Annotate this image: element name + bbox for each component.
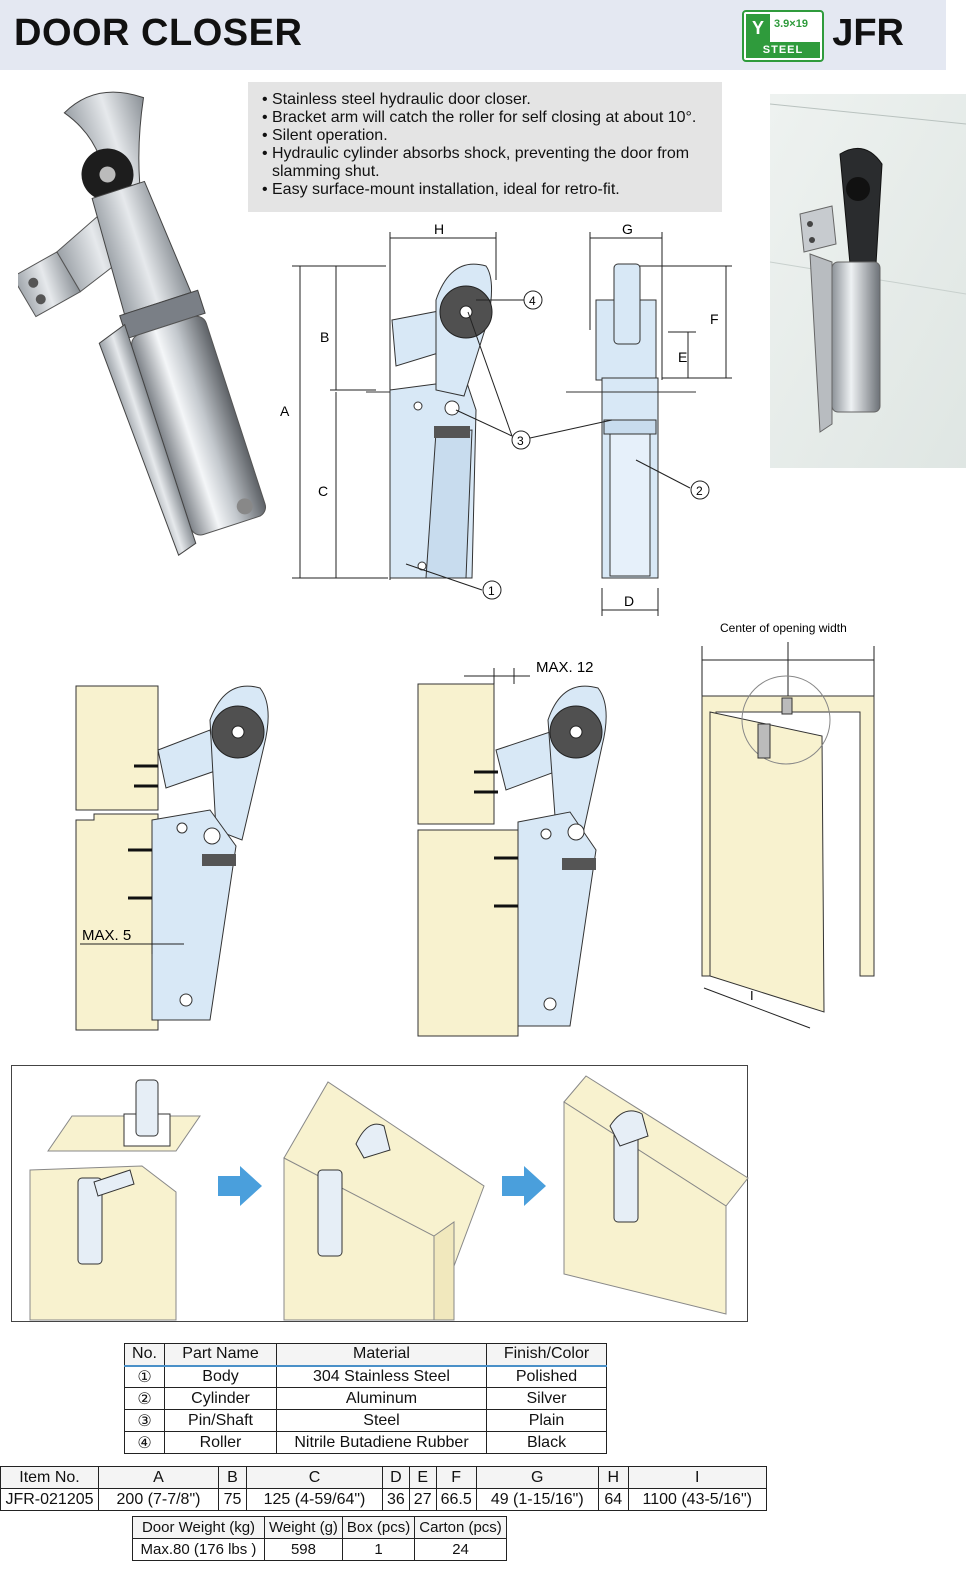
- parts-cell: Pin/Shaft: [164, 1409, 277, 1432]
- callout-4: 4: [529, 294, 536, 308]
- parts-row: ③ Pin/Shaft Steel Plain: [124, 1409, 607, 1432]
- callout-2: 2: [696, 484, 703, 498]
- parts-cell: Cylinder: [164, 1387, 277, 1410]
- dim-a-label: A: [280, 403, 290, 419]
- parts-cell: Silver: [486, 1387, 607, 1410]
- weight-header: Carton (pcs): [414, 1516, 507, 1539]
- install-drawing-max12: MAX. 12: [417, 659, 607, 1037]
- spec-table: Item No. A B C D E F G H I JFR-021205 20…: [0, 1466, 767, 1511]
- spec-header: A: [98, 1466, 219, 1489]
- parts-cell: Polished: [486, 1365, 607, 1388]
- parts-header: No.: [124, 1343, 165, 1367]
- parts-cell: ③: [124, 1409, 165, 1432]
- step-arrow-icon: [218, 1166, 262, 1206]
- door-frame-diagram: Center of opening width I: [701, 621, 875, 1029]
- dimension-drawing: A B C H G F E D 4 3 2 1: [280, 221, 732, 616]
- step-arrow-icon: [502, 1166, 546, 1206]
- installation-steps: [11, 1065, 749, 1322]
- spec-cell: 66.5: [435, 1488, 477, 1511]
- parts-row: ① Body 304 Stainless Steel Polished: [124, 1365, 607, 1388]
- spec-cell: 200 (7-7/8"): [98, 1488, 219, 1511]
- dim-b-label: B: [320, 329, 329, 345]
- mounted-photo: [770, 94, 966, 468]
- parts-cell: ④: [124, 1431, 165, 1454]
- parts-row: ④ Roller Nitrile Butadiene Rubber Black: [124, 1431, 607, 1454]
- feature-item: Stainless steel hydraulic door closer.: [258, 91, 712, 109]
- parts-cell: Nitrile Butadiene Rubber: [276, 1431, 487, 1454]
- center-opening-label: Center of opening width: [720, 621, 847, 635]
- dim-d-label: D: [624, 593, 634, 609]
- spec-cell: 75: [218, 1488, 247, 1511]
- weight-cell: Max.80 (176 lbs ): [132, 1538, 265, 1561]
- callout-3: 3: [517, 434, 524, 448]
- weight-header: Weight (g): [264, 1516, 343, 1539]
- installation-steps-drawing: [29, 1075, 749, 1321]
- spec-header: Item No.: [0, 1466, 99, 1489]
- spec-cell: 49 (1-15/16"): [475, 1488, 599, 1511]
- parts-cell: ②: [124, 1387, 165, 1410]
- badge-material: STEEL: [746, 42, 820, 58]
- spec-header: E: [408, 1466, 437, 1489]
- steel-screw-badge: Y 3.9×19 STEEL: [742, 10, 824, 62]
- parts-table: No. Part Name Material Finish/Color ① Bo…: [124, 1343, 607, 1454]
- parts-cell: Aluminum: [276, 1387, 487, 1410]
- parts-cell: ①: [124, 1365, 165, 1388]
- parts-cell: Black: [486, 1431, 607, 1454]
- weight-row: Max.80 (176 lbs ) 598 1 24: [132, 1538, 507, 1561]
- product-photo: [18, 91, 267, 556]
- callout-1: 1: [488, 584, 495, 598]
- spec-cell: JFR-021205: [0, 1488, 99, 1511]
- weight-header: Door Weight (kg): [132, 1516, 265, 1539]
- parts-header: Part Name: [164, 1343, 277, 1367]
- weight-table: Door Weight (kg) Weight (g) Box (pcs) Ca…: [132, 1516, 507, 1561]
- feature-item: Easy surface-mount installation, ideal f…: [258, 181, 712, 199]
- feature-item: Silent operation.: [258, 127, 712, 145]
- parts-row: ② Cylinder Aluminum Silver: [124, 1387, 607, 1410]
- dim-i-label: I: [750, 988, 754, 1003]
- parts-cell: 304 Stainless Steel: [276, 1365, 487, 1388]
- max5-label: MAX. 5: [82, 927, 131, 944]
- parts-cell: Steel: [276, 1409, 487, 1432]
- parts-cell: Plain: [486, 1409, 607, 1432]
- dim-c-label: C: [318, 483, 328, 499]
- weight-cell: 1: [341, 1538, 416, 1561]
- spec-cell: 1100 (43-5/16"): [627, 1488, 767, 1511]
- spec-header: F: [435, 1466, 477, 1489]
- dim-f-label: F: [710, 311, 719, 327]
- spec-header: I: [627, 1466, 767, 1489]
- dim-h-label: H: [434, 221, 444, 237]
- model-code: JFR: [832, 12, 904, 54]
- dim-g-label: G: [622, 221, 633, 237]
- spec-cell: 125 (4-59/64"): [246, 1488, 383, 1511]
- spec-row: JFR-021205 200 (7-7/8") 75 125 (4-59/64"…: [0, 1488, 767, 1511]
- spec-header: B: [218, 1466, 247, 1489]
- dim-e-label: E: [678, 349, 687, 365]
- parts-cell: Roller: [164, 1431, 277, 1454]
- weight-header: Box (pcs): [341, 1516, 416, 1539]
- parts-header: Material: [276, 1343, 487, 1367]
- spec-cell: 27: [408, 1488, 437, 1511]
- spec-header: C: [246, 1466, 383, 1489]
- badge-size: 3.9×19: [774, 18, 808, 30]
- page-title: DOOR CLOSER: [14, 12, 303, 54]
- feature-item: Hydraulic cylinder absorbs shock, preven…: [258, 145, 712, 181]
- max12-label: MAX. 12: [536, 659, 594, 676]
- install-drawing-max5: MAX. 5: [75, 685, 269, 1031]
- spec-header: H: [597, 1466, 629, 1489]
- parts-header: Finish/Color: [486, 1343, 607, 1367]
- parts-cell: Body: [164, 1365, 277, 1388]
- weight-cell: 24: [414, 1538, 507, 1561]
- spec-header: D: [382, 1466, 410, 1489]
- header-bar: DOOR CLOSER Y 3.9×19 STEEL JFR: [0, 0, 946, 70]
- spec-header: G: [475, 1466, 599, 1489]
- spec-cell: 36: [382, 1488, 410, 1511]
- spec-cell: 64: [597, 1488, 629, 1511]
- feature-list: Stainless steel hydraulic door closer. B…: [248, 82, 722, 212]
- y-logo-icon: Y: [746, 14, 770, 42]
- feature-item: Bracket arm will catch the roller for se…: [258, 109, 712, 127]
- weight-cell: 598: [264, 1538, 343, 1561]
